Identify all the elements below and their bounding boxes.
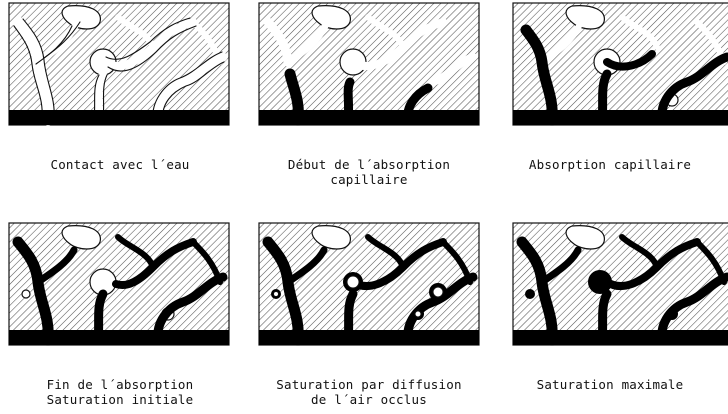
panel-contact xyxy=(8,2,230,126)
panel-diffusion-drawing xyxy=(258,222,480,346)
panel-fin xyxy=(8,222,230,346)
caption-maximale: Saturation maximale xyxy=(492,377,728,392)
panel-fin-drawing xyxy=(8,222,230,346)
caption-fin-line-1: Fin de l´absorption xyxy=(2,377,238,392)
caption-fin: Fin de l´absorption Saturation initiale xyxy=(2,377,238,407)
caption-fin-line-2: Saturation initiale xyxy=(2,392,238,407)
caption-capillaire: Absorption capillaire xyxy=(492,157,728,172)
caption-debut-line-2: capillaire xyxy=(251,172,487,187)
panel-contact-drawing xyxy=(8,2,230,126)
caption-maximale-line-1: Saturation maximale xyxy=(492,377,728,392)
panel-maximale-drawing xyxy=(512,222,728,346)
panel-maximale xyxy=(512,222,728,346)
caption-debut-line-1: Début de l´absorption xyxy=(251,157,487,172)
panel-debut-drawing xyxy=(258,2,480,126)
panel-capillaire-drawing xyxy=(512,2,728,126)
caption-diffusion-line-2: de l´air occlus xyxy=(251,392,487,407)
caption-contact: Contact avec l´eau xyxy=(2,157,238,172)
caption-capillaire-line-1: Absorption capillaire xyxy=(492,157,728,172)
panel-debut xyxy=(258,2,480,126)
caption-contact-line-1: Contact avec l´eau xyxy=(2,157,238,172)
caption-diffusion: Saturation par diffusion de l´air occlus xyxy=(251,377,487,407)
panel-diffusion xyxy=(258,222,480,346)
caption-debut: Début de l´absorption capillaire xyxy=(251,157,487,187)
caption-diffusion-line-1: Saturation par diffusion xyxy=(251,377,487,392)
panel-capillaire xyxy=(512,2,728,126)
